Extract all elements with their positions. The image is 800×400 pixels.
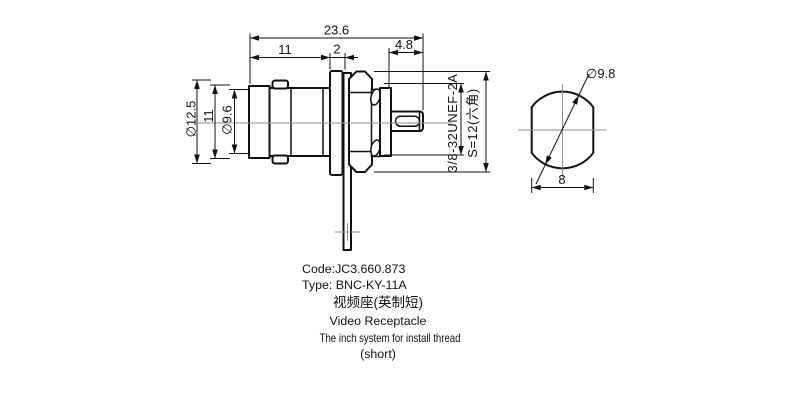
arrowhead	[212, 85, 218, 94]
arrowhead	[483, 71, 489, 81]
dim-outer-dia-label: ∅12.5	[184, 101, 199, 138]
leader-line-dia	[535, 73, 590, 185]
name-chinese: 视频座(英制短)	[333, 295, 423, 311]
end-dia-label: ∅9.8	[586, 66, 615, 81]
side-view	[248, 70, 424, 251]
solder-pin-slot	[394, 115, 421, 128]
hex-nut	[348, 70, 373, 173]
dim-front-label: 11	[278, 42, 292, 57]
bayonet-lug-bottom	[271, 154, 289, 165]
arrowhead	[458, 83, 464, 93]
arrowhead	[572, 95, 579, 105]
arrowhead	[321, 54, 330, 61]
name-english: Video Receptacle	[329, 314, 427, 329]
rear-washer	[379, 87, 392, 157]
dimension-labels: 23.6 11 2 4.8 ∅12.5 11 ∅9.6 3/8-32UNEF-2…	[184, 23, 616, 188]
arrowhead	[483, 163, 489, 172]
dim-inner-dia-label: ∅9.6	[220, 105, 235, 134]
note-row: The inch system for install thread	[302, 330, 461, 346]
arrowhead	[414, 35, 423, 41]
code-line: Code:JC3.660.873	[302, 262, 406, 276]
dim-thread-label: 3/8-32UNEF-2A	[445, 74, 460, 173]
arrowhead	[545, 155, 552, 165]
dim-hex-label: S=12(六角)	[465, 88, 480, 157]
body-front-shell	[248, 85, 271, 159]
arrowhead	[414, 49, 423, 56]
arrowhead	[389, 49, 398, 56]
arrowhead	[250, 35, 259, 41]
body-main-shell	[268, 87, 331, 157]
bayonet-lug-top	[271, 79, 289, 90]
dimension-arrows	[194, 35, 594, 191]
dim-tail-label: 4.8	[395, 37, 413, 52]
arrowhead	[212, 149, 218, 159]
note-line: The inch system for install thread	[319, 331, 461, 346]
title-block: Code:JC3.660.873 Type: BNC-KY-11A 视频座(英制…	[302, 261, 461, 362]
dim-overall-label: 23.6	[324, 23, 349, 38]
dim-mid-dia-label: 11	[201, 109, 216, 123]
note-short: (short)	[360, 347, 396, 362]
arrowhead	[584, 184, 594, 191]
end-flats-label: 8	[558, 172, 565, 187]
arrowhead	[458, 146, 464, 155]
arrowhead	[231, 89, 238, 99]
arrowhead	[345, 54, 354, 61]
arrowhead	[194, 154, 200, 164]
arrowhead	[531, 184, 541, 191]
arrowhead	[250, 54, 259, 61]
dim-flange-label: 2	[333, 42, 340, 57]
arrowhead	[194, 80, 200, 89]
extension-lines	[192, 33, 594, 193]
type-line: Type: BNC-KY-11A	[302, 278, 407, 293]
arrowhead	[231, 144, 238, 154]
